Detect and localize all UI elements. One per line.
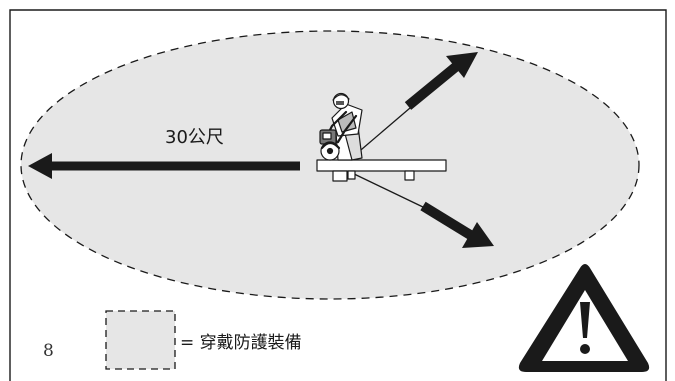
figure-number: 8 — [43, 341, 54, 361]
arrow-lower-right — [349, 171, 494, 248]
arrow-upper-right — [354, 52, 478, 156]
frame-border — [9, 9, 667, 381]
warning-triangle-icon — [518, 264, 650, 372]
distance-label: 30公尺 — [165, 127, 224, 148]
arrow-left — [28, 153, 300, 179]
legend-label: = 穿戴防護裝備 — [180, 333, 302, 353]
legend-swatch — [105, 310, 176, 370]
operator-with-cutoff-saw-icon — [316, 92, 447, 182]
